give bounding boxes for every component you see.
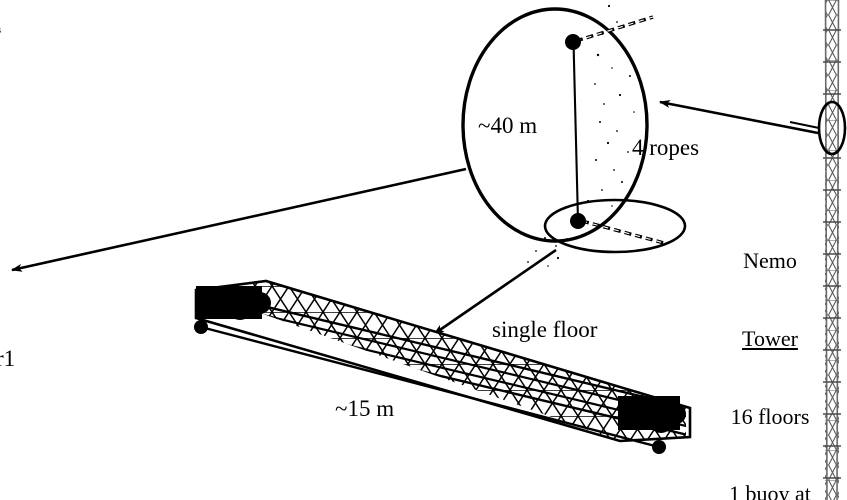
length-measure-dot-right bbox=[652, 440, 666, 454]
truss-right-end-modules bbox=[618, 396, 686, 433]
floor-length-label: ~15 m bbox=[335, 396, 395, 421]
base-ellipse bbox=[543, 198, 687, 254]
bottom-node-dot bbox=[570, 213, 586, 229]
left-edge-fragment-label: r1 bbox=[0, 346, 16, 371]
top-node-dot bbox=[565, 34, 581, 50]
tower-highlight-leader bbox=[789, 121, 820, 129]
truss-left-end-modules bbox=[196, 286, 271, 320]
tower-caption-block: Nemo Tower 16 floors 1 buoy at top bbox=[718, 196, 822, 500]
bottom-rope-highlight bbox=[581, 220, 665, 244]
length-measure-dot-left bbox=[194, 320, 208, 334]
arrow-floor-to-truss bbox=[433, 248, 557, 336]
single-floor-label: single floor bbox=[492, 317, 598, 342]
single-floor-truss bbox=[194, 279, 692, 454]
top-left-edge-fragment-label: s bbox=[0, 24, 1, 37]
nemo-tower-structure bbox=[817, 0, 847, 500]
tower-name-line1: Nemo bbox=[743, 247, 797, 273]
tower-height-label: ~40 m bbox=[478, 113, 538, 138]
tower-name-line2: Tower bbox=[742, 325, 798, 351]
vertical-rope bbox=[572, 41, 580, 222]
top-rope-highlight bbox=[575, 16, 654, 42]
magnified-floor-ellipse bbox=[461, 7, 649, 243]
arrow-tower-to-detail bbox=[659, 100, 819, 135]
length-measure-line bbox=[200, 325, 660, 449]
ropes-label: 4 ropes bbox=[632, 135, 700, 160]
tower-buoy-line: 1 buoy at bbox=[729, 481, 811, 500]
tower-floor-highlight-ellipse bbox=[817, 100, 847, 156]
arrow-detail-to-left bbox=[11, 167, 467, 272]
tower-floors-line: 16 floors bbox=[730, 403, 810, 429]
